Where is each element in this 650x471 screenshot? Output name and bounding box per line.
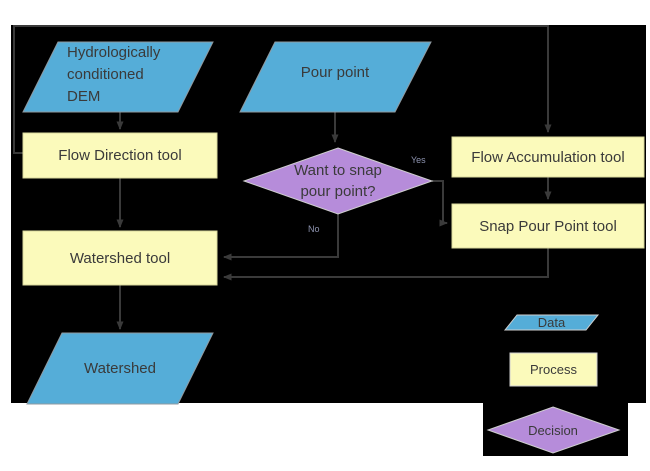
edge-snappourpoint-to-watershedtool	[223, 248, 549, 281]
edge-decision-no-to-watershedtool	[223, 214, 339, 261]
dem-label: Hydrologically conditioned DEM	[67, 44, 161, 105]
legend-data-parallelogram	[503, 314, 600, 331]
snap-pour-point-label: Snap Pour Point tool	[479, 217, 617, 235]
watershed-label: Watershed	[84, 359, 156, 377]
decision-diamond	[242, 147, 434, 215]
legend-data-label: Data	[537, 315, 566, 330]
dem-parallelogram	[22, 41, 214, 113]
pour-point-parallelogram	[239, 41, 432, 113]
snap-pour-point-box	[451, 203, 645, 249]
legend-process-box	[509, 352, 598, 387]
legend-decision-label: Decision	[528, 422, 578, 438]
pour-point-label: Pour point	[300, 63, 370, 81]
yes-edge-label: Yes	[411, 155, 426, 165]
decision-label: Want to snap pour point?	[294, 162, 382, 200]
legend-process-label: Process	[530, 362, 577, 377]
flow-accumulation-label: Flow Accumulation tool	[471, 148, 625, 166]
edge-decision-yes-to-snappourpoint	[432, 180, 448, 227]
flow-direction-label: Flow Direction tool	[58, 147, 182, 164]
watershed-tool-box	[22, 230, 218, 286]
legend-decision-diamond	[486, 406, 621, 454]
flow-accumulation-box	[451, 136, 645, 178]
edge-flowdirection-to-flowaccumulation	[13, 25, 552, 154]
watershed-parallelogram	[26, 332, 214, 405]
flow-direction-box	[22, 132, 218, 179]
no-edge-label: No	[308, 224, 320, 234]
watershed-tool-label: Watershed tool	[69, 249, 171, 267]
